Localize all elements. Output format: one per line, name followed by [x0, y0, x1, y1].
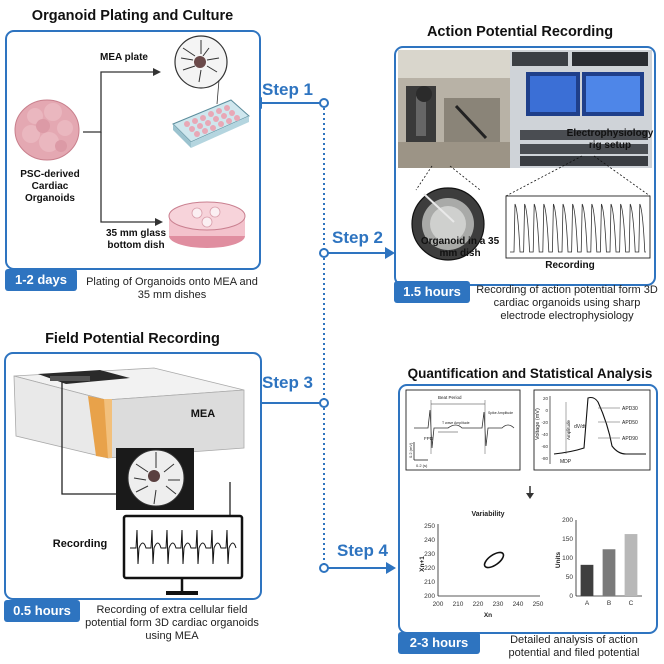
organoid-dish-label: Organoid in a 35 mm dish	[420, 236, 500, 259]
poincare-ytick-label: 230	[424, 551, 435, 558]
bar-ytick-label: 200	[562, 517, 573, 524]
panel3-title: Field Potential Recording	[45, 331, 220, 347]
ap-recording-label: Recording	[545, 260, 595, 271]
bar-chart: Units 200 150 100 50 0A B C	[555, 517, 642, 607]
apd30-label: APD30	[622, 406, 638, 412]
panel2-illustration	[398, 50, 652, 261]
poincare-ytick-label: 200	[424, 593, 435, 600]
fpd-label: FPD	[424, 436, 434, 441]
scale-t-label: 0.2 (s)	[416, 463, 428, 468]
poincare-xtick-label: 250	[533, 601, 544, 608]
poincare-ytick-label: 210	[424, 579, 435, 586]
bar-category-label: A	[585, 600, 590, 607]
poincare-ylabel: Xn+1	[419, 556, 426, 572]
poincare-xtick-label: 200	[433, 601, 444, 608]
poincare-xtick-label: 220	[473, 601, 484, 608]
bar-category-label: B	[607, 600, 611, 607]
petri-dish-icon	[168, 201, 246, 248]
mea-zoom-icon	[174, 35, 228, 105]
fp-analysis-inset: Beat Period FPD T wave Amplitude Spike A…	[405, 389, 521, 471]
panel1-illustration	[14, 35, 250, 248]
amplitude-label: Amplitude	[566, 419, 571, 440]
panel2-title: Action Potential Recording	[426, 24, 614, 40]
ap-ytick-label: 0	[545, 408, 548, 413]
ap-ytick-label: -60	[541, 444, 548, 449]
panel3-duration-badge: 0.5 hours	[4, 600, 80, 622]
panel4-title: Quantification and Statistical Analysis	[407, 366, 653, 381]
ap-analysis-inset: 20 0 -20 -40 -60 -80 Voltage (mV) Amplitude d…	[533, 389, 651, 471]
organoid-icon	[14, 99, 80, 161]
poincare-xlabel: Xn	[484, 612, 492, 619]
beat-period-label: Beat Period	[438, 395, 462, 400]
bar-ytick-label: 100	[562, 555, 573, 562]
panel1-title: Organoid Plating and Culture	[31, 8, 234, 24]
mea-device-icon	[13, 367, 245, 459]
poincare-plot: Variability 200 210 220 230 240 250 250 240 230 2…	[419, 511, 544, 619]
step-4-label: Step 4	[337, 541, 389, 560]
dvdt-label: dV/dt	[574, 424, 586, 430]
step-1-label: Step 1	[262, 80, 314, 99]
poincare-xtick-label: 240	[513, 601, 524, 608]
down-arrow-icon	[526, 486, 534, 499]
ap-ytick-label: 20	[543, 396, 549, 401]
ap-ytick-label: -20	[541, 420, 548, 425]
panel4-duration-badge: 2-3 hours	[398, 632, 480, 654]
bar-ytick-label: 50	[566, 574, 574, 581]
mea-plate-label: MEA plate	[100, 52, 148, 63]
bar-category-label: C	[629, 600, 634, 607]
glass-dish-label: 35 mm glass bottom dish	[105, 228, 167, 251]
bar-ytick-label: 0	[569, 593, 573, 600]
poincare-xtick-label: 210	[453, 601, 464, 608]
spike-amp-label: Spike Amplitude	[488, 411, 513, 415]
mea-plate-icon	[172, 99, 250, 148]
bar-A	[580, 564, 594, 596]
ap-ytick-label: -80	[541, 456, 548, 461]
mea-electrode-zoom-icon	[116, 448, 194, 510]
step-2-label: Step 2	[332, 228, 384, 247]
field-potential-trace	[130, 529, 237, 565]
panel2-duration-badge: 1.5 hours	[394, 281, 470, 303]
organoid-dish-zoom-icon	[411, 187, 485, 261]
bar-ytick-label: 150	[562, 536, 573, 543]
ap-ylabel: Voltage (mV)	[535, 408, 541, 440]
panel3-caption: Recording of extra cellular field potent…	[85, 604, 259, 642]
poincare-ytick-label: 240	[424, 537, 435, 544]
monitor-icon	[122, 514, 244, 595]
apd50-label: APD50	[622, 420, 638, 426]
poincare-ytick-label: 250	[424, 523, 435, 530]
rig-photo-icon	[398, 50, 652, 168]
panel1-caption: Plating of Organoids onto MEA and 35 mm …	[86, 276, 258, 301]
t-amp-label: T wave Amplitude	[442, 421, 470, 425]
ap-ytick-label: -40	[541, 432, 548, 437]
panel1-duration-badge: 1-2 days	[5, 269, 77, 291]
poincare-title: Variability	[471, 511, 504, 518]
bar-ylabel: Units	[555, 551, 562, 568]
step-3-label: Step 3	[262, 373, 314, 392]
scale-v-label: 0.2 (mV)	[408, 442, 413, 458]
panel4-illustration: Beat Period FPD T wave Amplitude Spike A…	[405, 389, 651, 619]
panel3-illustration	[13, 367, 245, 595]
poincare-xtick-label: 230	[493, 601, 504, 608]
rig-setup-label: Electrophysiology rig setup	[566, 128, 654, 151]
bar-B	[602, 549, 616, 596]
bar-C	[624, 534, 638, 596]
fp-recording-label: Recording	[52, 538, 108, 550]
ap-recording-trace	[510, 203, 646, 253]
panel2-caption: Recording of action potential form 3D ca…	[476, 284, 658, 322]
apd90-label: APD90	[622, 436, 638, 442]
poincare-ytick-label: 220	[424, 565, 435, 572]
organoid-label: PSC-derived Cardiac Organoids	[20, 169, 80, 204]
mdp-label: MDP	[560, 459, 572, 465]
panel4-caption: Detailed analysis of action potential an…	[508, 634, 640, 659]
mea-device-label: MEA	[190, 408, 216, 420]
